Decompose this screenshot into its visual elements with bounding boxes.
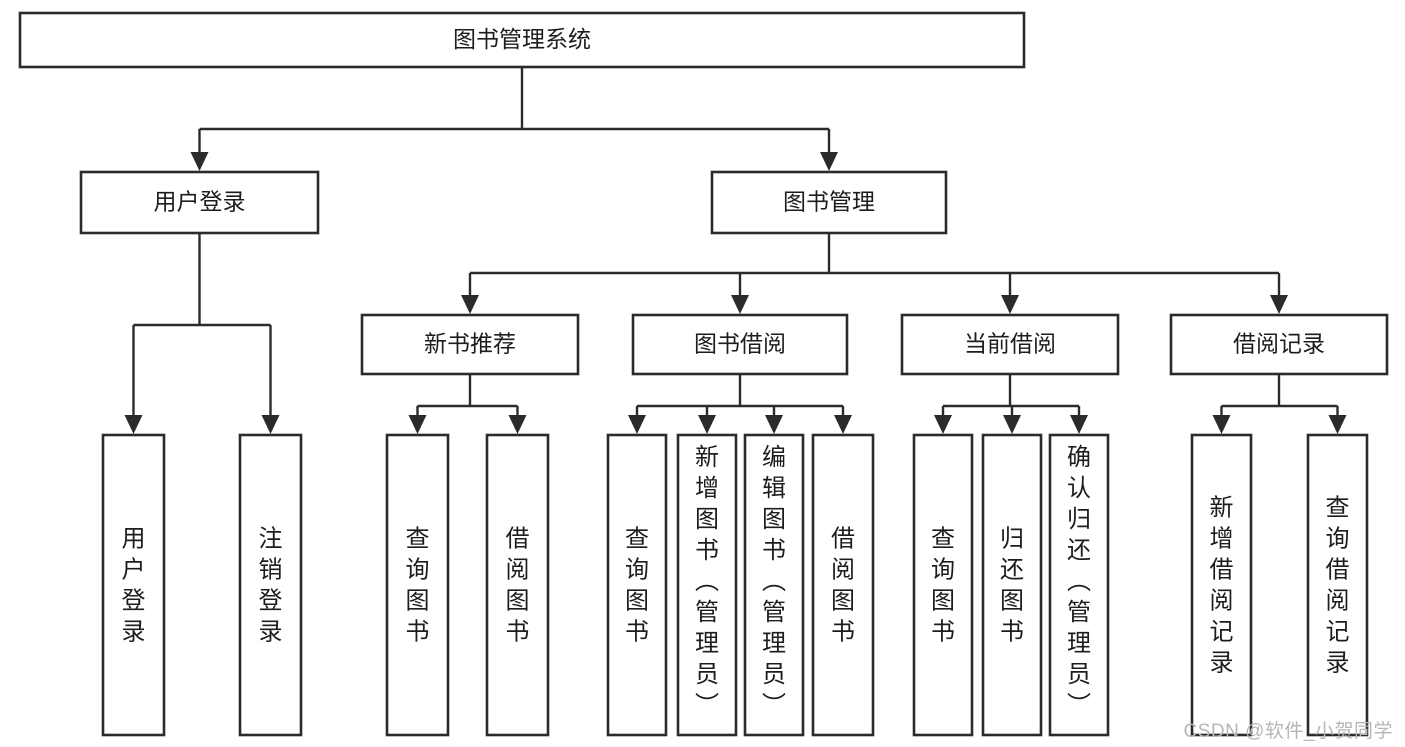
connector-layer xyxy=(124,67,1347,434)
node-new-book-rec-label: 新书推荐 xyxy=(424,331,516,357)
node-book-manage-label: 图书管理 xyxy=(783,189,875,215)
arrow-head-book-borrow-0 xyxy=(628,415,646,434)
arrow-head-root-0 xyxy=(190,152,209,171)
arrow-head-current-borrow-1 xyxy=(1003,415,1021,434)
node-leaf-user-login[interactable]: 用户登录 xyxy=(101,433,166,737)
arrow-head-book-borrow-2 xyxy=(765,415,783,434)
node-leaf-query-book-current-label: 查询图书 xyxy=(931,526,955,646)
node-book-borrow[interactable]: 图书借阅 xyxy=(631,313,849,376)
node-leaf-confirm-return-admin-box[interactable] xyxy=(1048,433,1110,737)
arrow-head-book-manage-3 xyxy=(1270,295,1288,314)
node-root-title-box[interactable] xyxy=(18,11,1026,69)
node-leaf-query-book-borrow-box[interactable] xyxy=(606,433,668,737)
arrow-head-book-manage-0 xyxy=(461,295,479,314)
node-leaf-logout-label: 注销登录 xyxy=(259,526,283,646)
arrow-head-borrow-record-1 xyxy=(1328,415,1347,434)
node-leaf-borrow-book[interactable]: 借阅图书 xyxy=(811,433,875,737)
node-leaf-add-borrow-record[interactable]: 新增借阅记录 xyxy=(1190,433,1253,737)
node-leaf-query-book-borrow[interactable]: 查询图书 xyxy=(606,433,668,737)
node-leaf-query-book-borrow-label: 查询图书 xyxy=(625,526,649,646)
node-leaf-borrow-book-label: 借阅图书 xyxy=(831,526,855,646)
node-root-title-label: 图书管理系统 xyxy=(453,26,591,52)
node-leaf-add-borrow-record-box[interactable] xyxy=(1190,433,1253,737)
node-borrow-record[interactable]: 借阅记录 xyxy=(1169,313,1389,376)
node-leaf-confirm-return-admin-label: 确认归还︵管理员︶ xyxy=(1067,444,1091,719)
node-user-login-label: 用户登录 xyxy=(154,189,246,215)
arrow-head-book-borrow-3 xyxy=(834,415,852,434)
node-leaf-borrow-book-rec[interactable]: 借阅图书 xyxy=(485,433,550,737)
node-current-borrow-box[interactable] xyxy=(900,313,1120,376)
arrow-head-current-borrow-0 xyxy=(934,415,952,434)
node-borrow-record-label: 借阅记录 xyxy=(1233,331,1325,357)
node-leaf-query-book-rec-box[interactable] xyxy=(385,433,450,737)
node-leaf-return-book-label: 归还图书 xyxy=(1000,526,1024,646)
node-leaf-add-book-admin-label: 新增图书︵管理员︶ xyxy=(695,444,719,719)
node-leaf-logout-box[interactable] xyxy=(238,433,303,737)
node-book-manage[interactable]: 图书管理 xyxy=(710,170,948,235)
node-current-borrow[interactable]: 当前借阅 xyxy=(900,313,1120,376)
node-leaf-query-book-current[interactable]: 查询图书 xyxy=(912,433,974,737)
node-layer: 图书管理系统用户登录图书管理新书推荐图书借阅当前借阅借阅记录用户登录注销登录查询… xyxy=(18,11,1389,737)
node-leaf-add-book-admin-box[interactable] xyxy=(676,433,738,737)
node-leaf-edit-book-admin-box[interactable] xyxy=(743,433,805,737)
node-leaf-query-book-rec[interactable]: 查询图书 xyxy=(385,433,450,737)
arrow-head-user-login-0 xyxy=(124,415,143,434)
arrow-head-new-book-rec-0 xyxy=(408,415,427,434)
node-leaf-query-book-rec-label: 查询图书 xyxy=(406,526,430,646)
node-borrow-record-box[interactable] xyxy=(1169,313,1389,376)
arrow-head-book-borrow-1 xyxy=(698,415,716,434)
node-leaf-query-book-current-box[interactable] xyxy=(912,433,974,737)
node-current-borrow-label: 当前借阅 xyxy=(964,331,1056,357)
node-leaf-borrow-book-box[interactable] xyxy=(811,433,875,737)
node-user-login[interactable]: 用户登录 xyxy=(79,170,320,235)
arrow-head-root-1 xyxy=(820,152,838,171)
arrow-head-user-login-1 xyxy=(261,415,280,434)
node-book-manage-box[interactable] xyxy=(710,170,948,235)
arrow-head-borrow-record-0 xyxy=(1212,415,1231,434)
node-new-book-rec[interactable]: 新书推荐 xyxy=(360,313,580,376)
arrow-head-book-manage-1 xyxy=(731,295,749,314)
node-leaf-query-borrow-record[interactable]: 查询借阅记录 xyxy=(1306,433,1369,737)
arrow-head-current-borrow-2 xyxy=(1070,415,1088,434)
arrow-head-book-manage-2 xyxy=(1001,295,1019,314)
node-leaf-edit-book-admin-label: 编辑图书︵管理员︶ xyxy=(762,444,786,719)
node-user-login-box[interactable] xyxy=(79,170,320,235)
node-leaf-user-login-box[interactable] xyxy=(101,433,166,737)
node-leaf-query-borrow-record-label: 查询借阅记录 xyxy=(1326,495,1350,677)
node-leaf-confirm-return-admin[interactable]: 确认归还︵管理员︶ xyxy=(1048,433,1110,737)
node-root-title[interactable]: 图书管理系统 xyxy=(18,11,1026,69)
node-leaf-add-borrow-record-label: 新增借阅记录 xyxy=(1210,495,1234,677)
node-leaf-borrow-book-rec-box[interactable] xyxy=(485,433,550,737)
node-new-book-rec-box[interactable] xyxy=(360,313,580,376)
node-book-borrow-label: 图书借阅 xyxy=(694,331,786,357)
node-leaf-user-login-label: 用户登录 xyxy=(122,526,146,646)
node-leaf-query-borrow-record-box[interactable] xyxy=(1306,433,1369,737)
arrow-head-new-book-rec-1 xyxy=(508,415,527,434)
node-leaf-borrow-book-rec-label: 借阅图书 xyxy=(506,526,530,646)
node-leaf-logout[interactable]: 注销登录 xyxy=(238,433,303,737)
node-leaf-add-book-admin[interactable]: 新增图书︵管理员︶ xyxy=(676,433,738,737)
node-leaf-edit-book-admin[interactable]: 编辑图书︵管理员︶ xyxy=(743,433,805,737)
node-book-borrow-box[interactable] xyxy=(631,313,849,376)
node-leaf-return-book-box[interactable] xyxy=(981,433,1043,737)
node-leaf-return-book[interactable]: 归还图书 xyxy=(981,433,1043,737)
